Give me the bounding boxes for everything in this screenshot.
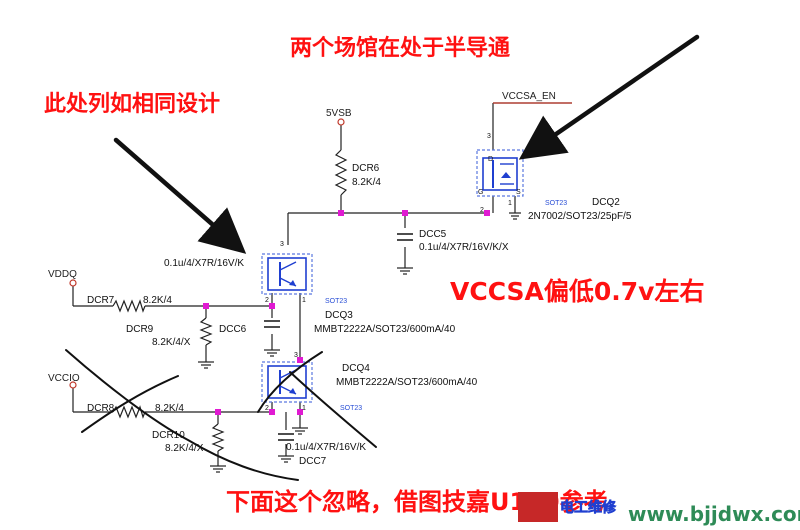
dcr6-value: 8.2K/4 xyxy=(352,177,381,188)
ground-symbols xyxy=(198,212,521,473)
ground-icon xyxy=(210,465,226,473)
port-vddq xyxy=(69,279,77,287)
dcq2-pin2: 2 xyxy=(480,207,484,214)
junction-node xyxy=(215,409,221,415)
resistor-dcr6 xyxy=(334,149,348,196)
dcq4-ref: DCQ4 xyxy=(342,363,370,374)
dcq3-capacitor-value: 0.1u/4/X7R/16V/K xyxy=(164,258,244,269)
dcr10-value: 8.2K/4/X xyxy=(165,443,204,454)
resistor-dcr9 xyxy=(199,317,213,346)
junction-node xyxy=(269,303,275,309)
crossout-stroke xyxy=(257,351,323,413)
dcq3-pin1: 1 xyxy=(302,297,306,304)
net-ports xyxy=(69,118,345,389)
resistor-dcr8 xyxy=(112,405,146,419)
dcq4-package: SOT23 xyxy=(340,405,362,412)
dcr6-ref: DCR6 xyxy=(352,163,380,174)
net-label-5vsb: 5VSB xyxy=(326,108,352,119)
bjt-dcq3 xyxy=(261,253,313,295)
junction-node xyxy=(269,409,275,415)
ground-icon xyxy=(509,212,521,220)
dcq2-pin-d: D xyxy=(488,156,493,163)
junction-node xyxy=(338,210,344,216)
dcr8-ref: DCR8 xyxy=(87,403,115,414)
dcq3-ref: DCQ3 xyxy=(325,310,353,321)
crossout-scribbles xyxy=(65,349,377,481)
junction-node xyxy=(203,303,209,309)
port-vsb xyxy=(337,118,345,126)
junction-node xyxy=(297,357,303,363)
dcc5-value: 0.1u/4/X7R/16V/K/X xyxy=(419,242,509,253)
dcr7-ref: DCR7 xyxy=(87,295,115,306)
crossout-stroke xyxy=(289,371,377,448)
dcq4-pin1: 1 xyxy=(302,405,306,412)
watermark: 电工维修 www.bjjdwx.com xyxy=(518,492,800,526)
dcr8-value: 8.2K/4 xyxy=(155,403,184,414)
mosfet-dcq2 xyxy=(476,149,524,197)
dcr9-value: 8.2K/4/X xyxy=(152,337,191,348)
capacitors xyxy=(264,233,413,441)
crossout-stroke xyxy=(65,349,299,481)
dcc5-ref: DCC5 xyxy=(419,229,447,240)
dcr9-ref: DCR9 xyxy=(126,324,154,335)
port-vccio xyxy=(69,381,77,389)
dcq3-pin2: 2 xyxy=(265,297,269,304)
resistor-dcr7 xyxy=(112,299,146,313)
annotation-right: VCCSA偏低0.7v左右 xyxy=(450,277,704,306)
junction-node xyxy=(402,210,408,216)
resistor-dcr10 xyxy=(211,423,225,452)
watermark-badge xyxy=(518,492,558,522)
dcq4-pin2: 2 xyxy=(265,405,269,412)
crossout-stroke xyxy=(81,375,179,433)
annotation-top: 两个场馆在处于半导通 xyxy=(290,35,510,61)
dcq3-value: MMBT2222A/SOT23/600mA/40 xyxy=(314,324,456,335)
ground-icon xyxy=(264,349,280,357)
dcr7-value: 8.2K/4 xyxy=(143,295,172,306)
dcq2-pin3: 3 xyxy=(487,133,491,140)
dcc7-ref: DCC7 xyxy=(299,456,327,467)
annotation-arrows xyxy=(113,34,700,254)
net-label-vccio: VCCIO xyxy=(48,373,80,384)
dcq2-ref: DCQ2 xyxy=(592,197,620,208)
dcr10-ref: DCR10 xyxy=(152,430,185,441)
dcq2-value: 2N7002/SOT23/25pF/5 xyxy=(528,211,632,222)
net-label-vddq: VDDQ xyxy=(48,269,77,280)
net-label-vccsa-en: VCCSA_EN xyxy=(502,91,556,102)
dcq4-value: MMBT2222A/SOT23/600mA/40 xyxy=(336,377,478,388)
arrow-to-dcq3 xyxy=(113,137,247,254)
dcq3-pin3: 3 xyxy=(280,241,284,248)
dcq2-pin-s: S xyxy=(516,189,521,196)
dcq2-pin-g: G xyxy=(478,189,483,196)
resistors xyxy=(112,149,348,452)
junction-nodes xyxy=(203,210,490,415)
ground-icon xyxy=(278,455,294,463)
dcc7-value: 0.1u/4/X7R/16V/K xyxy=(286,442,366,453)
watermark-url: www.bjjdwx.com xyxy=(628,502,800,526)
dcq2-pin1: 1 xyxy=(508,200,512,207)
ground-icon xyxy=(292,427,308,435)
dcq4-pin3: 3 xyxy=(294,352,298,359)
dcc6-ref: DCC6 xyxy=(219,324,247,335)
ground-icon xyxy=(397,267,413,275)
watermark-brand: 电工维修 xyxy=(560,499,617,516)
dcq3-package: SOT23 xyxy=(325,298,347,305)
annotation-left: 此处列如相同设计 xyxy=(44,91,220,117)
dcq2-package: SOT23 xyxy=(545,200,567,207)
junction-node xyxy=(297,409,303,415)
junction-node xyxy=(484,210,490,216)
ground-icon xyxy=(198,361,214,369)
arrow-to-dcq2 xyxy=(518,34,700,160)
